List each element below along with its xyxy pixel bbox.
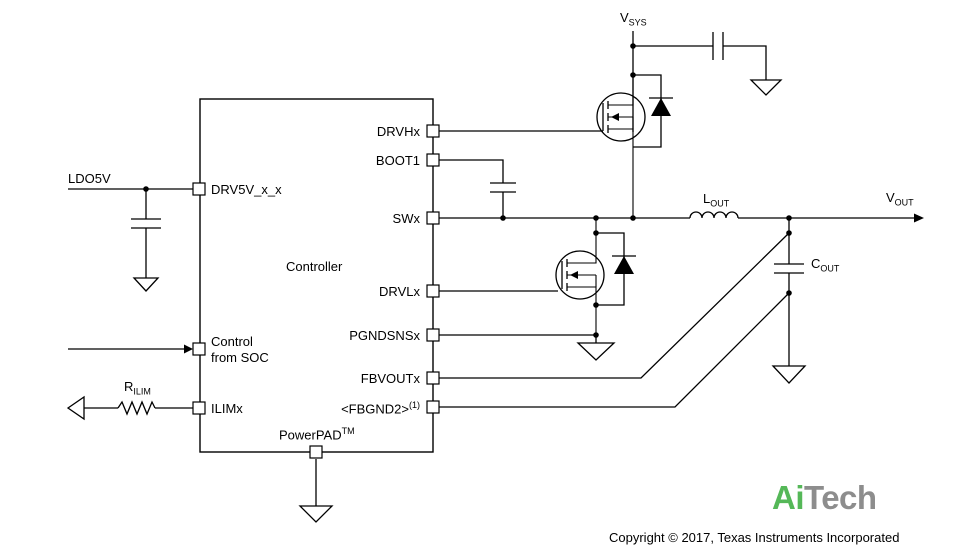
controller-label: Controller xyxy=(286,259,343,274)
fbgnd-footnote: (1) xyxy=(409,400,420,410)
vout-main: V xyxy=(886,190,895,205)
component-label-lout: LOUT xyxy=(703,191,729,212)
pin-label-sw: SWx xyxy=(392,211,420,226)
lout-sub: OUT xyxy=(710,198,730,209)
component-label-cout: COUT xyxy=(811,256,839,277)
cout-sub: OUT xyxy=(820,263,840,274)
output-inductor xyxy=(689,211,739,219)
pin-drvh xyxy=(426,124,440,138)
rilim-sub: ILIM xyxy=(133,386,151,397)
vsys-sub: SYS xyxy=(628,17,647,28)
logo-part-ai: Ai xyxy=(772,479,805,516)
fbvout-sense-trace xyxy=(439,232,790,379)
pin-fbvout xyxy=(426,371,440,385)
pin-label-control: Control xyxy=(211,334,253,349)
net-label-ldo5v: LDO5V xyxy=(68,171,111,186)
pin-label-fbgnd: <FBGND2>(1) xyxy=(290,398,420,416)
powerpad-text: PowerPAD xyxy=(279,427,342,443)
bootstrap-capacitor xyxy=(439,159,516,221)
pin-label-boot: BOOT1 xyxy=(375,153,420,168)
net-label-vsys: VSYS xyxy=(620,10,647,31)
pin-label-ilim: ILIMx xyxy=(211,401,243,416)
low-side-mosfet xyxy=(555,218,605,335)
pin-label-drvl: DRVLx xyxy=(379,284,420,299)
pin-label-fbvout: FBVOUTx xyxy=(360,371,420,386)
vout-net xyxy=(738,213,924,223)
vsys-input-capacitor xyxy=(712,32,783,96)
net-label-vout: VOUT xyxy=(886,190,914,211)
ldo5v-decoupling-capacitor xyxy=(131,218,161,278)
ldo5v-net xyxy=(68,186,193,219)
pin-label-from-soc: from SOC xyxy=(211,350,269,365)
high-side-body-diode xyxy=(633,74,673,148)
powerpad-ground-net xyxy=(298,459,334,523)
vsys-main: V xyxy=(620,10,629,25)
ground-symbol-ldo xyxy=(132,277,160,292)
cout-main: C xyxy=(811,256,821,271)
pin-drv5v xyxy=(192,182,206,196)
component-label-rilim: RILIM xyxy=(124,379,151,400)
pin-ilim xyxy=(192,401,206,415)
vout-sub: OUT xyxy=(894,197,914,208)
pin-control xyxy=(192,342,206,356)
fbgnd-sense-trace xyxy=(439,292,790,408)
lout-main: L xyxy=(703,191,711,206)
pin-powerpad xyxy=(309,445,323,459)
pin-label-drv5v: DRV5V_x_x xyxy=(211,182,282,197)
low-side-body-diode xyxy=(593,230,636,308)
powerpad-trademark: TM xyxy=(341,426,355,436)
fbgnd-text: <FBGND2> xyxy=(341,401,409,417)
control-from-soc-arrow xyxy=(68,344,193,354)
high-side-mosfet xyxy=(596,75,646,217)
aitech-logo: AiTech xyxy=(772,479,877,517)
pin-label-drvh: DRVHx xyxy=(376,124,420,139)
rilim-main: R xyxy=(124,379,134,394)
rilim-resistor xyxy=(66,395,193,421)
switch-node-net xyxy=(439,215,690,221)
vsys-rail xyxy=(630,31,713,132)
pin-fbgnd xyxy=(426,400,440,414)
pgndsns-net xyxy=(439,332,616,361)
copyright-notice: Copyright © 2017, Texas Instruments Inco… xyxy=(609,530,900,545)
pin-sw xyxy=(426,211,440,225)
pin-drvl xyxy=(426,284,440,298)
logo-part-tech: Tech xyxy=(804,479,877,516)
controller-block xyxy=(199,98,434,453)
pin-pgndsns xyxy=(426,328,440,342)
output-capacitor xyxy=(771,218,807,384)
pin-label-powerpad: PowerPADTM xyxy=(279,424,355,442)
pin-boot xyxy=(426,153,440,167)
pin-label-pgndsns: PGNDSNSx xyxy=(349,328,420,343)
